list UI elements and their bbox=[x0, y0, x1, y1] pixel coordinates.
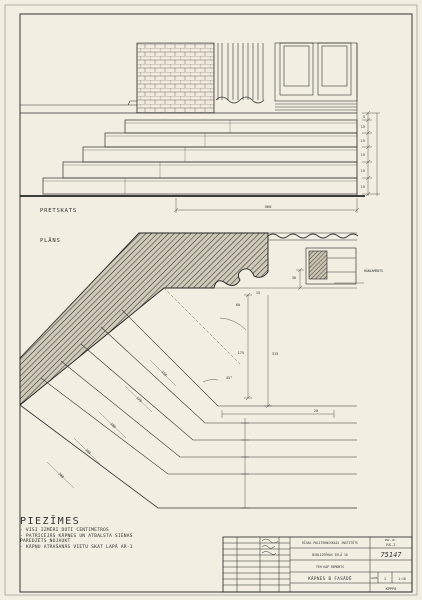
plan-dim-top: 30 bbox=[292, 276, 296, 280]
front-view-label: PRETSKATS bbox=[40, 208, 77, 214]
plan-diag-dim: 180 bbox=[109, 422, 116, 429]
plan-diag-dim: 200 bbox=[57, 472, 64, 479]
front-width-dimension bbox=[173, 198, 360, 213]
title-format: KPPP6 bbox=[386, 587, 397, 591]
notes-title: PIEZĪMES bbox=[20, 516, 81, 527]
plan-dim-len: 175 bbox=[238, 351, 244, 355]
title-block bbox=[222, 536, 413, 593]
title-inventory: 75147 bbox=[380, 551, 402, 559]
plan-dim-small: 15 bbox=[256, 291, 260, 295]
title-org: RĪGAS POLITEHNISKAIS INSTITŪTS bbox=[302, 540, 358, 545]
title-sheet-no: 1 bbox=[384, 577, 386, 581]
plan-dim-right: 315 bbox=[272, 352, 278, 356]
front-height-dim: 15 bbox=[361, 139, 365, 143]
plan-view bbox=[19, 232, 359, 509]
wall-label: HĀNLAMENTS bbox=[364, 268, 383, 273]
front-dimension-chain bbox=[362, 110, 380, 197]
title-stage: TEH KAP REMONTS bbox=[316, 565, 344, 569]
plan-diag-dim: 170 bbox=[135, 396, 142, 403]
notes-line: - VISI IZMĒRI DOTI CENTIMETROS bbox=[20, 528, 109, 533]
plan-angle: 45° bbox=[226, 376, 232, 380]
door bbox=[274, 42, 358, 111]
notes-block: PIEZĪMES - VISI IZMĒRI DOTI CENTIMETROS … bbox=[20, 516, 215, 550]
sheet-frame bbox=[19, 13, 413, 593]
title-scale: 1:10 bbox=[398, 577, 406, 581]
title-project: BIBLIOTĒKAS IELĀ 16 bbox=[312, 552, 348, 557]
title-code-label: INV. Nr. bbox=[385, 538, 398, 542]
plan-step-edges bbox=[19, 287, 357, 509]
plan-diag-dim: 150 bbox=[160, 370, 167, 377]
front-height-dim: 15 bbox=[361, 125, 365, 129]
notes-line: PAREDZĒTS NOJAUKT bbox=[20, 539, 71, 545]
sheet-outer-border bbox=[4, 4, 418, 596]
plan-moulding bbox=[267, 233, 359, 239]
front-height-dim: 15 bbox=[361, 169, 365, 173]
pilaster bbox=[215, 43, 265, 104]
front-height-dim: 15 bbox=[361, 185, 365, 189]
plan-dim-angle-side: 60 bbox=[236, 303, 240, 307]
front-height-dim: 15 bbox=[361, 153, 365, 157]
plan-dimension-lines bbox=[221, 267, 364, 509]
front-view bbox=[20, 42, 365, 197]
plan-section-detail bbox=[305, 247, 357, 285]
brick-pier bbox=[136, 42, 215, 114]
title-code: RS-2 bbox=[386, 542, 395, 547]
plan-dim-vert: 20 bbox=[314, 409, 318, 413]
title-sheet-label: LAPA bbox=[371, 576, 378, 580]
front-width-dim: 560 bbox=[265, 204, 273, 209]
title-sheet-title: KĀPNES B FASĀDĒ bbox=[308, 576, 352, 581]
plan-view-label: PLĀNS bbox=[40, 237, 61, 244]
steps-front bbox=[42, 119, 358, 195]
notes-line: - KĀPŅU ATRAŠANĀS VIETU SKAT LAPĀ AR-1 bbox=[20, 544, 133, 550]
plan-diag-dim: 190 bbox=[84, 448, 91, 455]
notes-line: - PATRICĒJĀS KĀPNES UN ATBALSTA SIENAS bbox=[20, 533, 133, 539]
front-height-dim: 5 bbox=[363, 115, 365, 119]
plan-wall-hatch bbox=[19, 232, 269, 406]
